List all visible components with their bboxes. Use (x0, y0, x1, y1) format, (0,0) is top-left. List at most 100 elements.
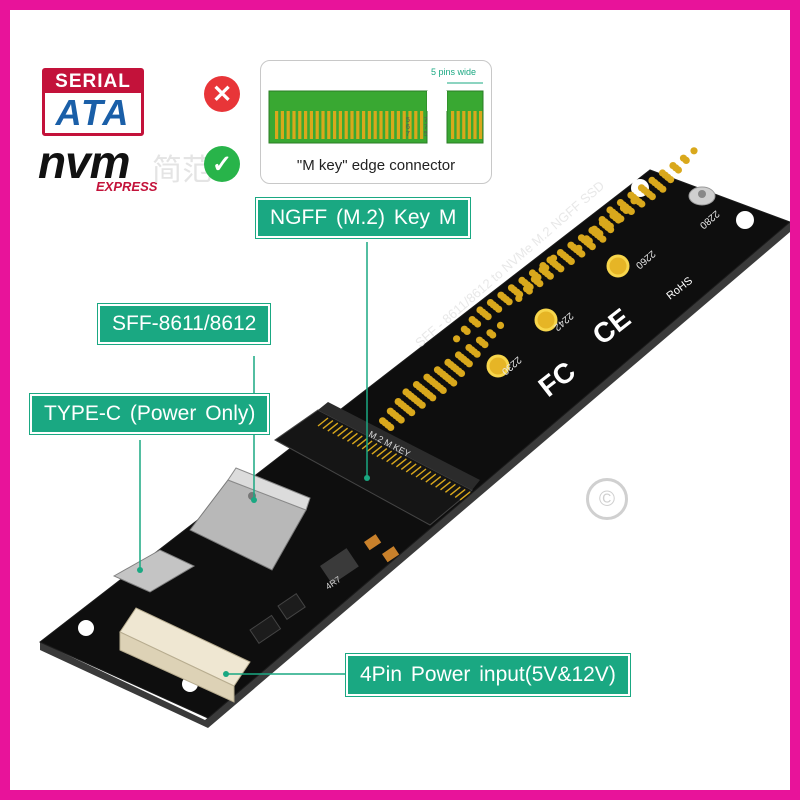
gold-pad (546, 272, 554, 280)
gold-pad (496, 321, 505, 329)
connector-pin (280, 111, 284, 139)
gold-pad (596, 230, 604, 238)
connector-pin (362, 111, 366, 139)
mosfet-chip (249, 614, 282, 644)
gold-pad (659, 185, 667, 193)
connector-pin (451, 111, 455, 139)
connector-pin (367, 111, 371, 139)
type-c-port (112, 549, 196, 593)
connector-pin (467, 111, 471, 139)
slot-pin (425, 473, 437, 483)
serial-ata-logo-bottom: ATA (55, 92, 131, 133)
gold-pad (567, 257, 575, 265)
connector-pin (286, 111, 290, 139)
slot-pin (459, 491, 471, 501)
gold-pad (599, 235, 607, 243)
gold-pad (515, 294, 523, 302)
gold-pad (578, 250, 586, 258)
slot-pin (435, 478, 447, 488)
nvm-express-logo: nvm EXPRESS (38, 136, 178, 200)
gold-pad (457, 369, 466, 377)
gold-pad (505, 298, 513, 306)
copyright-watermark: © (586, 478, 628, 520)
connector-pins-left (275, 111, 424, 139)
slot-pin (327, 422, 339, 432)
gold-pad (429, 394, 437, 402)
m-key-connector-illustration: 5 pins wide 57 67 75 "M key" edge connec… (260, 60, 492, 184)
gold-pad (536, 280, 544, 288)
gold-pad (667, 176, 675, 184)
connector-pin (473, 111, 477, 139)
connector-pin (338, 111, 342, 139)
compatible-check-icon: ✓ (204, 146, 240, 182)
connector-pin (414, 111, 418, 139)
connector-pin (321, 111, 325, 139)
slot-pin (395, 458, 407, 468)
gold-pad (585, 237, 593, 245)
gold-pad (525, 287, 533, 295)
4pin-power-input-label: 4Pin Power input(5V&12V) (346, 654, 630, 696)
gold-pad (473, 350, 481, 358)
connector-pin (479, 111, 483, 139)
connector-pin (315, 111, 319, 139)
pins-wide-label: 5 pins wide (431, 67, 477, 77)
connector-pin (420, 111, 424, 139)
watermark-text: 简范 (152, 154, 212, 187)
slot-pin (322, 420, 334, 430)
slot-pin (430, 476, 442, 486)
slot-pin (449, 486, 461, 496)
gold-pad (387, 423, 395, 431)
gold-pad (481, 341, 489, 349)
callout-dot-sff (251, 497, 257, 503)
connector-pin (304, 111, 308, 139)
edge-connector-drawing (268, 82, 484, 144)
slot-pin (332, 425, 344, 435)
slot-pin (410, 465, 422, 475)
gold-pad (575, 244, 583, 252)
slot-pin (386, 453, 398, 463)
mount-pad-2230 (486, 354, 510, 378)
connector-pin (275, 111, 279, 139)
connector-pin (327, 111, 331, 139)
connector-pin (298, 111, 302, 139)
slot-pin (351, 435, 363, 445)
sff-8611-connector-top (227, 467, 311, 511)
slot-pin (405, 463, 417, 473)
connector-pin (350, 111, 354, 139)
slot-pin (420, 471, 432, 481)
connector-pin (373, 111, 377, 139)
mounting-hole (78, 620, 94, 636)
serial-ata-logo-top: SERIAL (45, 71, 141, 93)
gold-pad (690, 147, 698, 155)
gold-pad (418, 401, 426, 409)
slot-pin (371, 445, 383, 455)
callout-dot-ngff (364, 475, 370, 481)
connector-pin (408, 111, 412, 139)
m2-slot-pins (317, 417, 471, 501)
gold-pad (397, 416, 405, 424)
image-frame: SERIAL ATA nvm EXPRESS 简范 ✕ ✓ 5 pins wid… (10, 10, 790, 790)
connector-pin (379, 111, 383, 139)
m2-slot-top (318, 402, 480, 490)
mount-pad-2242 (534, 308, 558, 332)
mounting-hole (736, 211, 754, 229)
slot-pin (381, 450, 393, 460)
gold-pad (495, 305, 503, 313)
gold-pad (465, 360, 473, 368)
gold-pad (450, 379, 458, 387)
slot-pin (391, 455, 402, 465)
gold-pad (606, 222, 614, 230)
inductor-chip (319, 548, 359, 585)
regulator-chip (277, 593, 306, 620)
nvm-express-logo-sub: EXPRESS (96, 179, 158, 194)
connector-pin (462, 111, 466, 139)
incompatible-x-icon: ✕ (204, 76, 240, 112)
slot-pin (366, 442, 378, 453)
gold-pad (627, 207, 635, 215)
adapter-board: SFF - 8611/8612 to NVMe M.2 NGFF SSD 223… (39, 147, 790, 728)
gold-pad (638, 200, 646, 208)
connector-pin (344, 111, 348, 139)
capacitor (382, 546, 400, 563)
connector-pin (356, 111, 360, 139)
standoff-hole (698, 190, 706, 198)
